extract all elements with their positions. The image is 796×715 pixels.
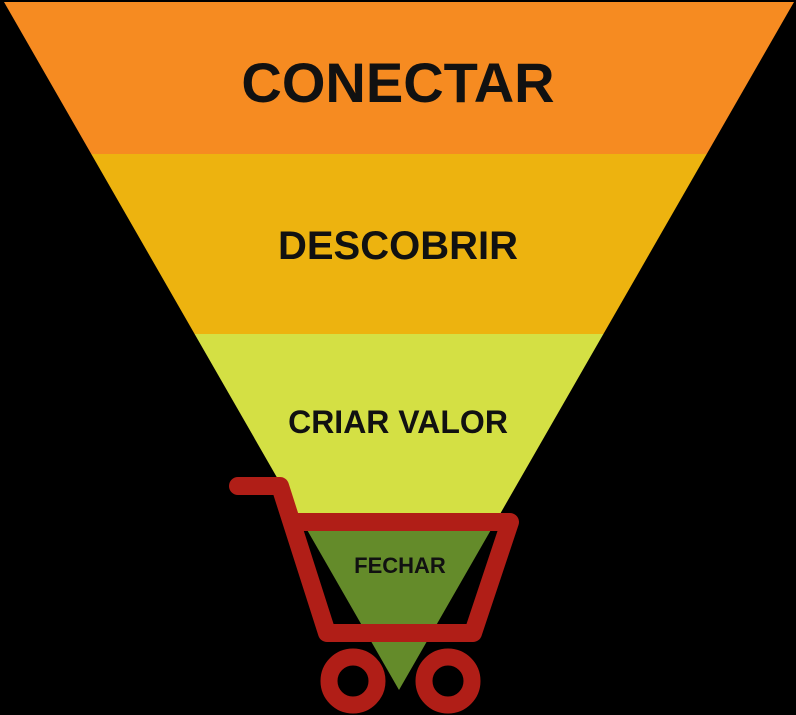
shopping-cart-icon [229, 477, 519, 714]
stage-fechar-band [4, 514, 794, 690]
stage-label-conectar: CONECTAR [241, 51, 555, 114]
stage-label-descobrir: DESCOBRIR [277, 224, 519, 268]
stage-label-fechar: FECHAR [354, 553, 446, 578]
stage-label-criar-valor: CRIAR VALOR [288, 404, 508, 440]
stage-conectar-band [4, 2, 794, 154]
